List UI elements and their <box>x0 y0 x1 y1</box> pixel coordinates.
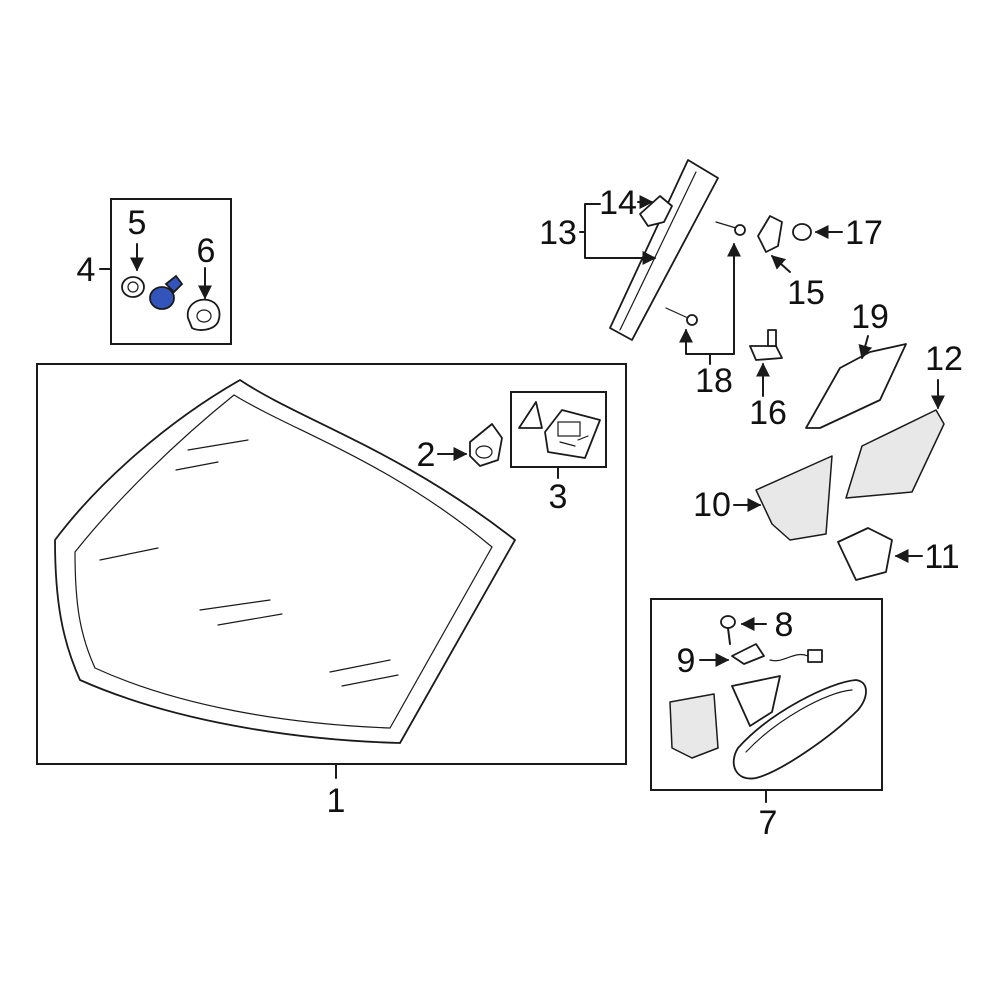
callout-12[interactable]: 12 <box>925 340 963 378</box>
windshield-glass[interactable] <box>54 379 516 744</box>
callout-9[interactable]: 9 <box>677 642 696 680</box>
callout-15[interactable]: 15 <box>787 274 825 312</box>
callout-8[interactable]: 8 <box>775 606 794 644</box>
wire-part-9[interactable] <box>731 643 823 665</box>
4-center-part[interactable] <box>149 274 184 310</box>
bracket-part-2[interactable] <box>469 423 503 467</box>
seal-ring-part-5[interactable] <box>121 276 145 298</box>
callout-13[interactable]: 13 <box>539 214 577 252</box>
callout-2[interactable]: 2 <box>417 436 436 474</box>
mirror-assembly-part[interactable] <box>731 675 867 780</box>
callout-16[interactable]: 16 <box>749 394 787 432</box>
callout-11[interactable]: 11 <box>924 538 959 576</box>
callout-17[interactable]: 17 <box>845 214 883 252</box>
retainer-part-6[interactable] <box>186 298 221 331</box>
clip-part-15[interactable] <box>757 215 783 253</box>
callout-6[interactable]: 6 <box>197 232 216 270</box>
mirror-cover-part[interactable] <box>669 693 719 759</box>
nut-part-17[interactable] <box>792 223 812 241</box>
callout-1[interactable]: 1 <box>327 782 346 820</box>
trim-part-10[interactable] <box>755 455 833 541</box>
bolt-part-18a[interactable] <box>715 221 746 236</box>
trim-part-11[interactable] <box>837 527 893 581</box>
bolt-part-18b[interactable] <box>665 307 698 326</box>
callout-3[interactable]: 3 <box>549 478 568 516</box>
callout-7[interactable]: 7 <box>759 804 778 842</box>
trim-part-19[interactable] <box>805 343 907 429</box>
cover-group-box <box>110 198 232 345</box>
callout-10[interactable]: 10 <box>693 486 731 524</box>
pillar-trim-part-13[interactable] <box>609 159 719 341</box>
sensor-cover-part[interactable] <box>518 401 601 459</box>
clip-part-16[interactable] <box>749 329 783 361</box>
callout-5[interactable]: 5 <box>128 204 147 242</box>
bracket-part-14[interactable] <box>639 195 673 227</box>
trim-part-12[interactable] <box>845 409 945 499</box>
callout-14[interactable]: 14 <box>599 184 637 222</box>
callout-19[interactable]: 19 <box>851 298 889 336</box>
screw-part-8[interactable] <box>720 615 736 645</box>
windshield-group-box <box>36 363 627 765</box>
callout-4[interactable]: 4 <box>77 251 96 289</box>
callout-18[interactable]: 18 <box>695 362 733 400</box>
